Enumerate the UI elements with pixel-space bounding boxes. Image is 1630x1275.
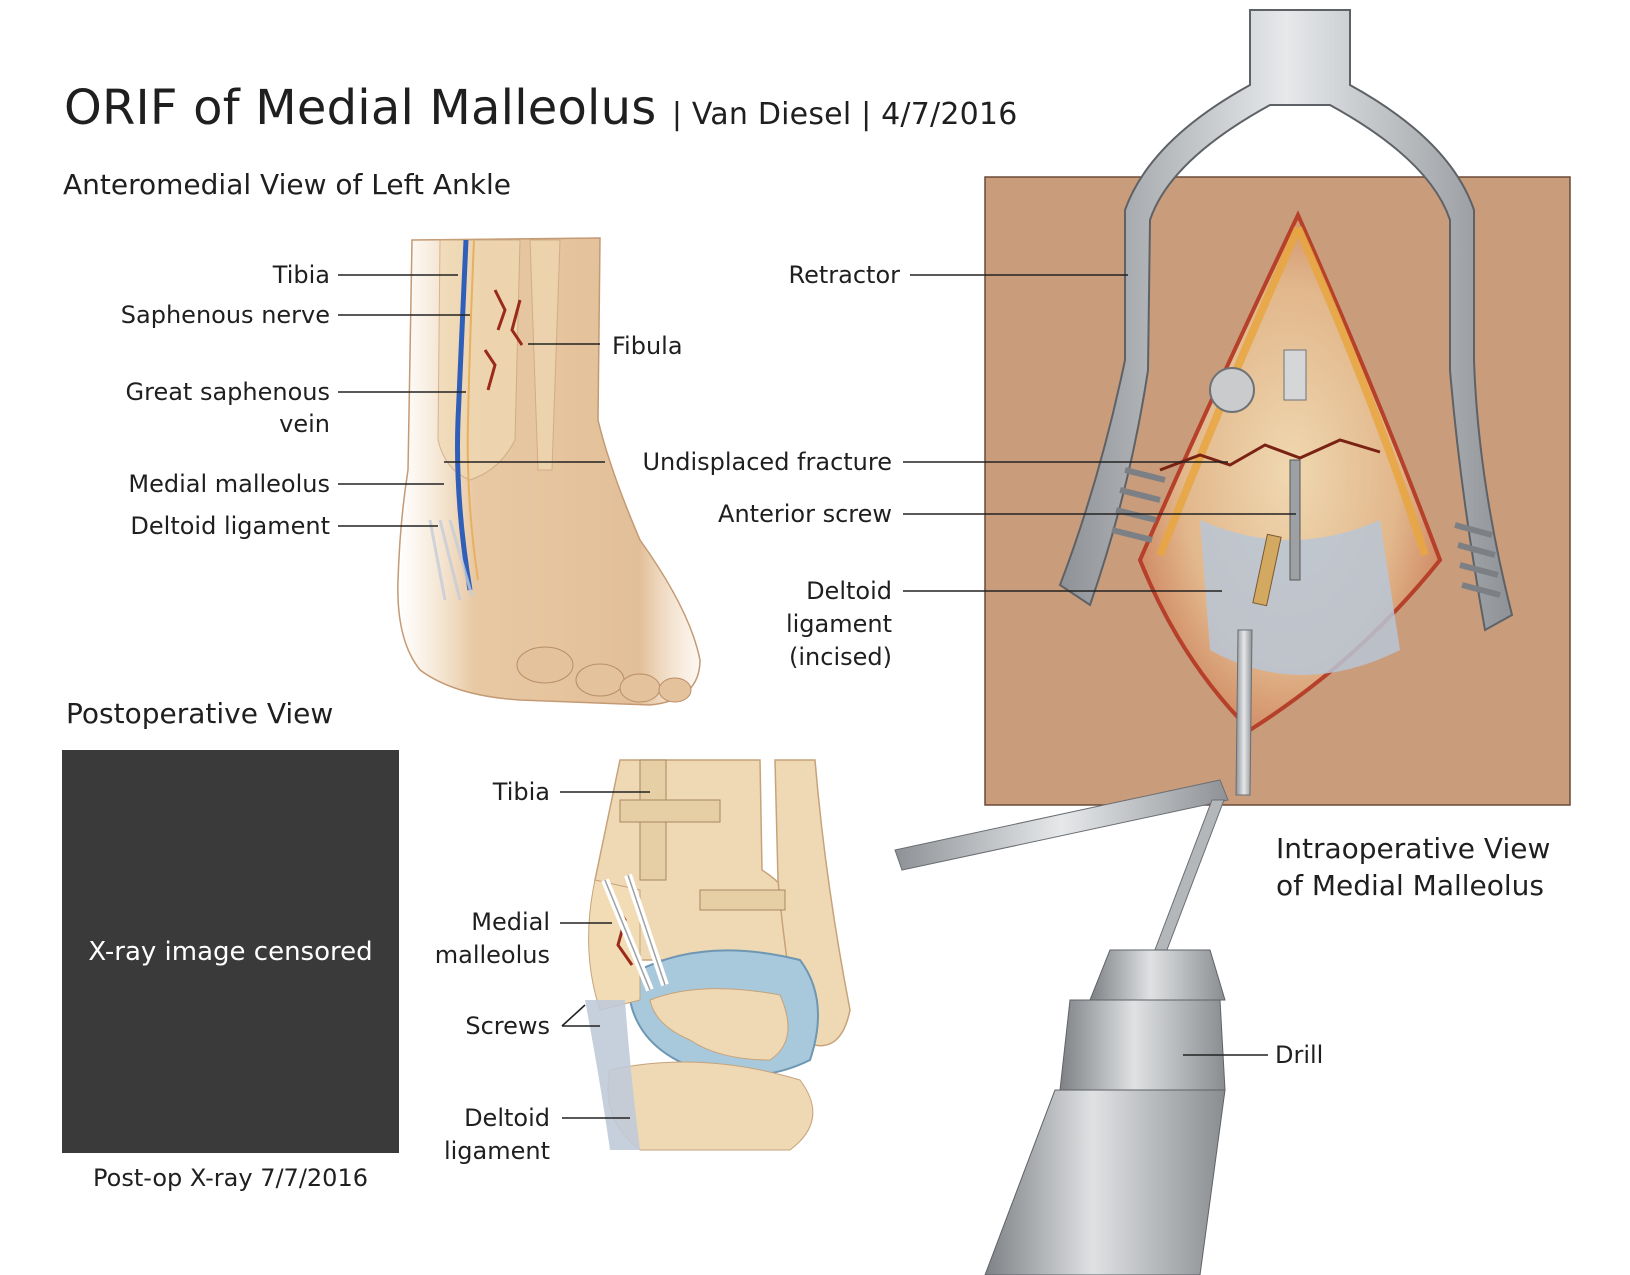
label-medial-malleolus: Medial malleolus (128, 470, 330, 498)
intraoperative-illustration (894, 9, 1571, 1275)
xray-placeholder-text: X-ray image censored (88, 936, 373, 967)
section-postoperative: Postoperative View (66, 697, 334, 730)
label-great-saphenous-2: vein (279, 410, 330, 438)
title-byline: | Van Diesel | 4/7/2016 (671, 97, 1018, 132)
label-great-saphenous-1: Great saphenous (125, 378, 330, 406)
section-anteromedial: Anteromedial View of Left Ankle (63, 168, 511, 201)
page-title: ORIF of Medial Malleolus | Van Diesel | … (64, 80, 1017, 136)
xray-caption: Post-op X-ray 7/7/2016 (93, 1164, 368, 1192)
label-postop-medial-1: Medial (471, 908, 550, 936)
anteromedial-foot-illustration (397, 237, 701, 706)
section-intraoperative-1: Intraoperative View (1276, 832, 1551, 865)
label-undisplaced-fracture: Undisplaced fracture (642, 448, 892, 476)
label-postop-deltoid-2: ligament (443, 1137, 550, 1165)
intraoperative-leaders (903, 274, 1296, 1056)
label-postop-tibia: Tibia (492, 778, 550, 806)
xray-placeholder: X-ray image censored (62, 750, 399, 1153)
postoperative-leaders (560, 791, 650, 1119)
label-tibia: Tibia (272, 261, 330, 289)
label-fibula: Fibula (612, 332, 683, 360)
label-postop-screws: Screws (465, 1012, 550, 1040)
postoperative-ankle-illustration (585, 759, 851, 1151)
section-intraoperative-2: of Medial Malleolus (1276, 869, 1545, 902)
label-anterior-screw: Anterior screw (718, 500, 892, 528)
label-deltoid-incised-2: ligament (785, 610, 892, 638)
label-postop-deltoid-1: Deltoid (464, 1104, 550, 1132)
anteromedial-leaders (338, 274, 605, 527)
title-text: ORIF of Medial Malleolus (64, 80, 657, 136)
label-saphenous-nerve: Saphenous nerve (120, 301, 330, 329)
label-postop-medial-2: malleolus (434, 941, 550, 969)
label-deltoid-ligament: Deltoid ligament (130, 512, 330, 540)
label-deltoid-incised-1: Deltoid (806, 577, 892, 605)
label-retractor: Retractor (788, 261, 900, 289)
label-drill: Drill (1275, 1041, 1324, 1069)
label-deltoid-incised-3: (incised) (789, 643, 892, 671)
